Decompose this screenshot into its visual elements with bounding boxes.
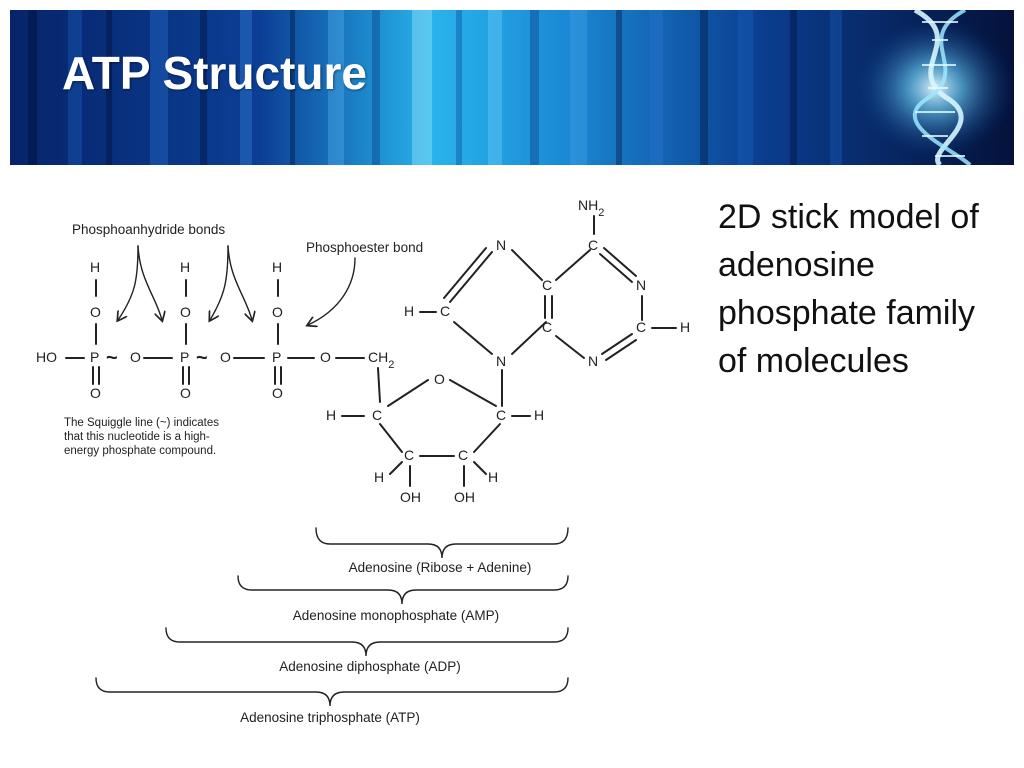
atom-o: O — [272, 385, 283, 401]
atom-h: H — [488, 469, 498, 485]
atom-o: O — [320, 349, 331, 365]
slide-title: ATP Structure — [62, 47, 368, 99]
ribose-ring: O C C H H C C H H OH OH — [326, 367, 544, 505]
atom-o: O — [90, 385, 101, 401]
atom-p: P — [90, 349, 99, 365]
atom-ho: HO — [36, 349, 57, 365]
squiggle-note-line: The Squiggle line (~) indicates — [64, 417, 219, 429]
atom-h: H — [90, 259, 100, 275]
triphosphate-chain: H H H O O O HO P ~ O P ~ O P O CH2 O O O — [36, 259, 394, 401]
squiggle-bond: ~ — [196, 347, 208, 369]
bracket-label-atp: Adenosine triphosphate (ATP) — [240, 710, 420, 725]
squiggle-note-line: that this nucleotide is a high- — [64, 431, 210, 443]
atom-c: C — [496, 407, 506, 423]
bracket-label-adenosine: Adenosine (Ribose + Adenine) — [349, 560, 532, 575]
banner-background — [10, 10, 1014, 165]
molecule-brackets: Adenosine (Ribose + Adenine) Adenosine m… — [95, 527, 569, 725]
atom-h: H — [404, 303, 414, 319]
atom-o: O — [220, 349, 231, 365]
atom-h: H — [326, 407, 336, 423]
squiggle-bond: ~ — [106, 347, 118, 369]
atom-oh: OH — [400, 489, 421, 505]
phosphoanhydride-label: Phosphoanhydride bonds — [72, 222, 225, 237]
atom-o: O — [130, 349, 141, 365]
atom-c: C — [440, 303, 450, 319]
atom-oh: OH — [454, 489, 475, 505]
dna-helix-icon — [855, 10, 1014, 165]
atom-h: H — [272, 259, 282, 275]
atom-o: O — [180, 304, 191, 320]
atom-c: C — [542, 319, 552, 335]
bond-arrows — [118, 245, 356, 325]
atom-n: N — [496, 237, 506, 253]
atom-o: O — [90, 304, 101, 320]
atom-nh2: NH2 — [578, 197, 604, 219]
atom-h: H — [680, 319, 690, 335]
adenine-base: N C H N C C C NH2 N C H N — [404, 197, 690, 407]
atom-o: O — [180, 385, 191, 401]
atom-n: N — [636, 277, 646, 293]
atom-o: O — [434, 371, 445, 387]
atom-h: H — [374, 469, 384, 485]
phosphoester-label: Phosphoester bond — [306, 240, 423, 255]
bracket-label-amp: Adenosine monophosphate (AMP) — [293, 608, 499, 623]
atom-h: H — [534, 407, 544, 423]
atom-p: P — [180, 349, 189, 365]
squiggle-note-line: energy phosphate compound. — [64, 445, 216, 457]
header-banner — [10, 10, 1014, 165]
atom-p: P — [272, 349, 281, 365]
atom-c: C — [636, 319, 646, 335]
atp-structure-diagram: Phosphoanhydride bonds Phosphoester bond… — [36, 197, 690, 725]
atom-c: C — [404, 447, 414, 463]
atom-c: C — [542, 277, 552, 293]
side-description: 2D stick model of adenosine phosphate fa… — [718, 198, 979, 380]
atom-n: N — [496, 353, 506, 369]
atom-ch2: CH2 — [368, 349, 394, 371]
bracket-label-adp: Adenosine diphosphate (ADP) — [279, 659, 461, 674]
atom-c: C — [458, 447, 468, 463]
atom-n: N — [588, 353, 598, 369]
atom-c: C — [372, 407, 382, 423]
atom-o: O — [272, 304, 283, 320]
atom-h: H — [180, 259, 190, 275]
atom-c: C — [588, 237, 598, 253]
